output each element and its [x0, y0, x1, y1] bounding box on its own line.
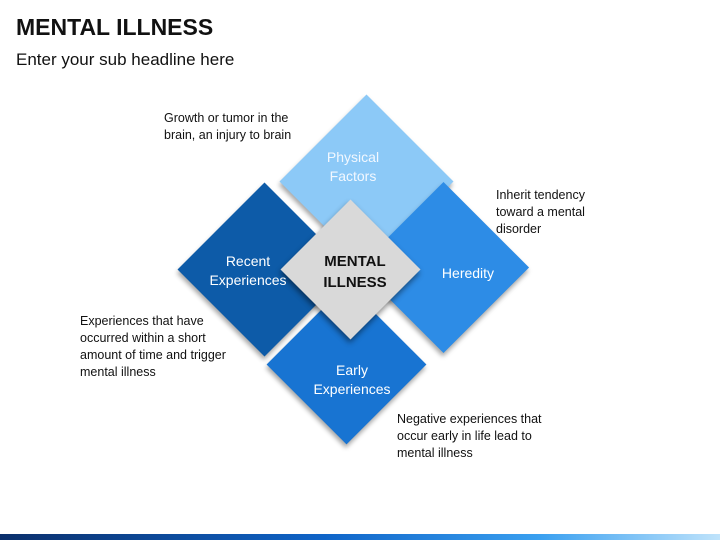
note-line: occurred within a short — [80, 331, 206, 345]
page-title: MENTAL ILLNESS — [16, 14, 214, 40]
recent-experiences-label-line1: Recent — [225, 253, 271, 269]
bottom-accent-bar — [0, 534, 720, 540]
page-subtitle: Enter your sub headline here — [16, 50, 235, 69]
note-line: mental illness — [80, 365, 156, 379]
physical-factors-label: Physical Factors — [303, 148, 403, 186]
note-line: mental illness — [397, 446, 473, 460]
note-line: Inherit tendency — [496, 188, 585, 202]
center-label-line2: ILLNESS — [323, 274, 387, 291]
heredity-label-line1: Heredity — [441, 265, 495, 281]
recent-experiences-label: Recent Experiences — [193, 252, 303, 290]
note-line: toward a mental — [496, 205, 585, 219]
early-experiences-label-line1: Early — [336, 362, 368, 378]
note-line: occur early in life lead to — [397, 429, 532, 443]
heredity-label: Heredity — [418, 264, 518, 283]
physical-factors-label-line2: Factors — [329, 168, 377, 184]
early-experiences-label: Early Experiences — [297, 361, 407, 399]
recent-experiences-label-line2: Experiences — [209, 272, 287, 288]
center-label: MENTAL ILLNESS — [305, 251, 405, 293]
physical-factors-note: Growth or tumor in the brain, an injury … — [164, 110, 314, 144]
note-line: disorder — [496, 222, 542, 236]
note-line: Experiences that have — [80, 314, 204, 328]
early-experiences-label-line2: Experiences — [313, 381, 391, 397]
note-line: Growth or tumor in the — [164, 111, 289, 125]
note-line: amount of time and trigger — [80, 348, 226, 362]
note-line: Negative experiences that — [397, 412, 542, 426]
physical-factors-label-line1: Physical — [326, 149, 380, 165]
recent-experiences-note: Experiences that have occurred within a … — [80, 313, 250, 381]
early-experiences-note: Negative experiences that occur early in… — [397, 411, 567, 462]
note-line: brain, an injury to brain — [164, 128, 292, 142]
center-label-line1: MENTAL — [324, 253, 386, 270]
heredity-note: Inherit tendency toward a mental disorde… — [496, 187, 616, 238]
